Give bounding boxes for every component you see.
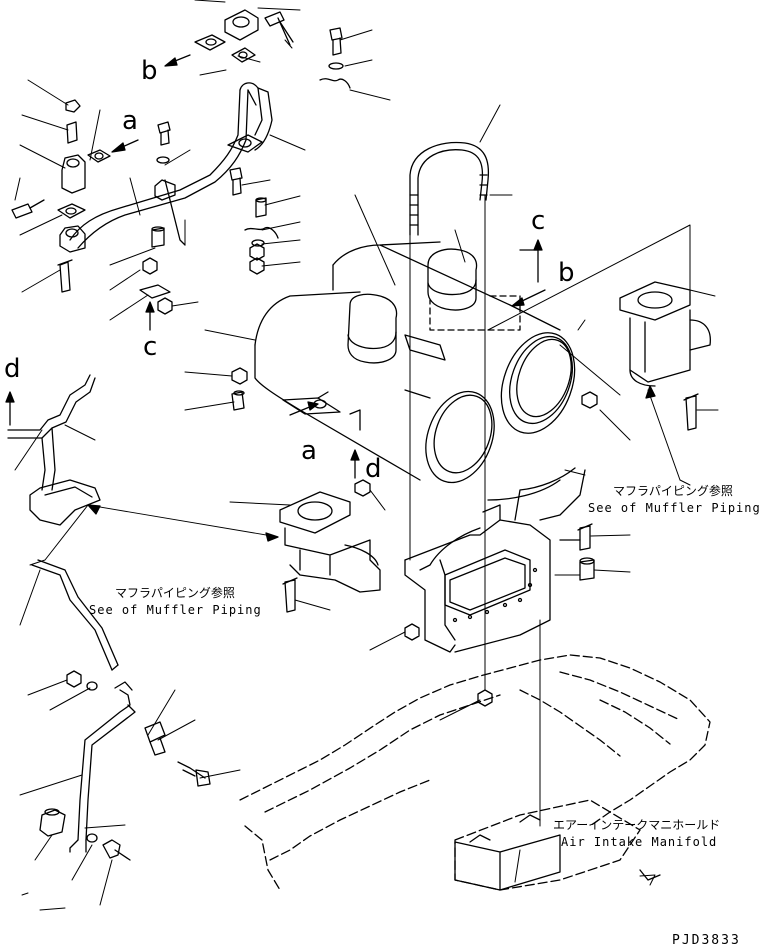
exhaust-flanges-top: [57, 9, 263, 253]
muffler-bracket: [404, 467, 586, 653]
small-bracket-mid: [282, 391, 361, 431]
engine-block-outline: [239, 654, 711, 891]
note-muffler-piping-jp-right: マフラパイピング参照: [613, 484, 733, 498]
ref-letter-d-mid: d: [365, 454, 382, 484]
ref-letter-c-right: c: [531, 206, 546, 236]
ref-letter-a-mid: a: [301, 436, 317, 466]
drawing-code: PJD3833: [672, 933, 741, 948]
exhaust-elbow-mid: [279, 491, 381, 593]
note-intake-manifold-en: Air Intake Manifold: [561, 835, 718, 849]
exhaust-elbow-right: [619, 281, 711, 387]
muffler-strap: [409, 141, 490, 236]
hardware-bolts: [11, 11, 699, 707]
exhaust-pipe-top: [69, 82, 273, 249]
note-muffler-piping-en-left: See of Muffler Piping: [89, 603, 262, 617]
ref-letter-b-top: b: [141, 56, 158, 86]
note-intake-manifold-jp: エアーインテークマニホールド: [553, 818, 721, 832]
ref-letter-c-left: c: [143, 332, 158, 362]
note-muffler-piping-jp-left: マフラパイピング参照: [115, 586, 235, 600]
ref-arrows: [5, 54, 656, 542]
note-muffler-piping-en-right: See of Muffler Piping: [588, 501, 761, 515]
leader-lines: [14, 0, 719, 911]
ref-letter-a-top: a: [122, 106, 138, 136]
left-muffler: [254, 291, 495, 484]
ref-letter-d-left: d: [4, 354, 21, 384]
drain-tube-lower: [39, 670, 211, 861]
right-muffler: [332, 241, 576, 434]
manifold-blocks: [454, 814, 661, 891]
drain-pipe-left: [7, 374, 119, 671]
ref-letter-b-right: b: [558, 258, 575, 288]
